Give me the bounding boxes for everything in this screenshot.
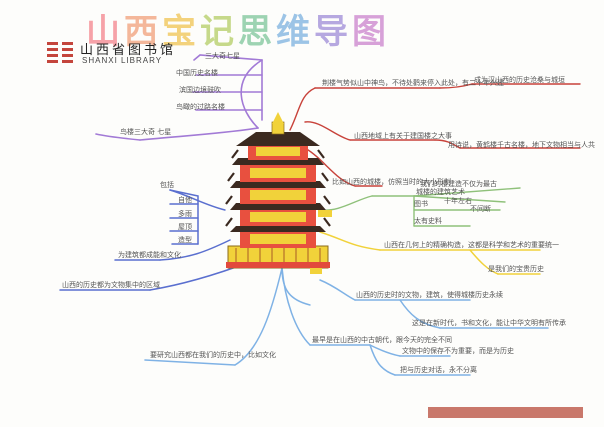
purple-item-1: 三大奇七星 (205, 52, 240, 60)
green-item-5: 不间断 (470, 205, 491, 213)
red-item-4: 用诗说，黄鹤楼千古名楼，地下文物相当与人共 (448, 141, 595, 149)
green-item-1: 我们的楼建造不仅为最古 (420, 180, 497, 188)
library-name-cn: 山西省图书馆 (80, 43, 177, 58)
sky-item-4: 文物中的保存不为重要，而是为历史 (402, 347, 514, 355)
blue-low: 山西的历史都为文物集中的区域 (62, 281, 160, 289)
green-item-4: 图书 (414, 200, 428, 208)
blue-item-2: 多雨 (178, 210, 192, 218)
footer-bar (428, 407, 583, 418)
library-name-en: SHANXI LIBRARY (82, 56, 163, 65)
branch-sky (144, 267, 549, 376)
blue-mid: 为建筑都成能和文化 (118, 251, 181, 259)
branch-blue (59, 189, 251, 291)
branch-yellow (319, 231, 541, 275)
yellow-item-1: 山西在几何上的精确构造，这都是科学和艺术的重要统一 (384, 241, 559, 249)
purple-item-3: 滨国边境鼓吹 (179, 86, 221, 94)
sky-item-2: 这是在新时代，书和文化，能让中华文明有所传承 (412, 319, 566, 327)
yellow-item-2: 是我们的宝贵历史 (488, 265, 544, 273)
blue-item-4: 造型 (178, 236, 192, 244)
red-item-3: 山西地域上有关于建国楼之大事 (354, 132, 452, 140)
red-item-5: 比如山西的城楼，仿照当时的大小形制 (332, 178, 451, 186)
green-item-3: 十年左右 (444, 197, 472, 205)
branch-red (289, 83, 581, 187)
blue-top: 包括 (160, 181, 174, 189)
blue-item-1: 自他 (178, 196, 192, 204)
purple-main: 鸟楼三大奇 七星 (120, 128, 172, 136)
branch-purple (95, 54, 263, 141)
sky-item-3: 最早是在山西的中古朝代，跟今天的完全不同 (312, 336, 452, 344)
sky-item-5: 要研究山西都在我们的历史中，比如文化 (150, 351, 276, 359)
green-item-2: 城楼的建筑艺术 (416, 188, 465, 196)
green-item-6: 太有史料 (414, 217, 442, 225)
blue-item-3: 屋顶 (178, 223, 192, 231)
purple-item-4: 鸟瞰的过路名楼 (176, 103, 225, 111)
library-logo-icon (47, 40, 73, 64)
sky-item-6: 把与历史对话，永不分离 (400, 366, 477, 374)
tower-illustration (225, 112, 332, 274)
red-item-2: 成为汉山西的历史沧桑与城垣 (474, 76, 565, 84)
red-item-1: 荆楼气势似山中神鸟，不待处鹳来停入此处，有二十年兴建 (322, 79, 504, 87)
sky-item-1: 山西的历史时的文物，建筑，使得城楼历史永续 (356, 291, 503, 299)
purple-item-2: 中国历史名楼 (176, 69, 218, 77)
